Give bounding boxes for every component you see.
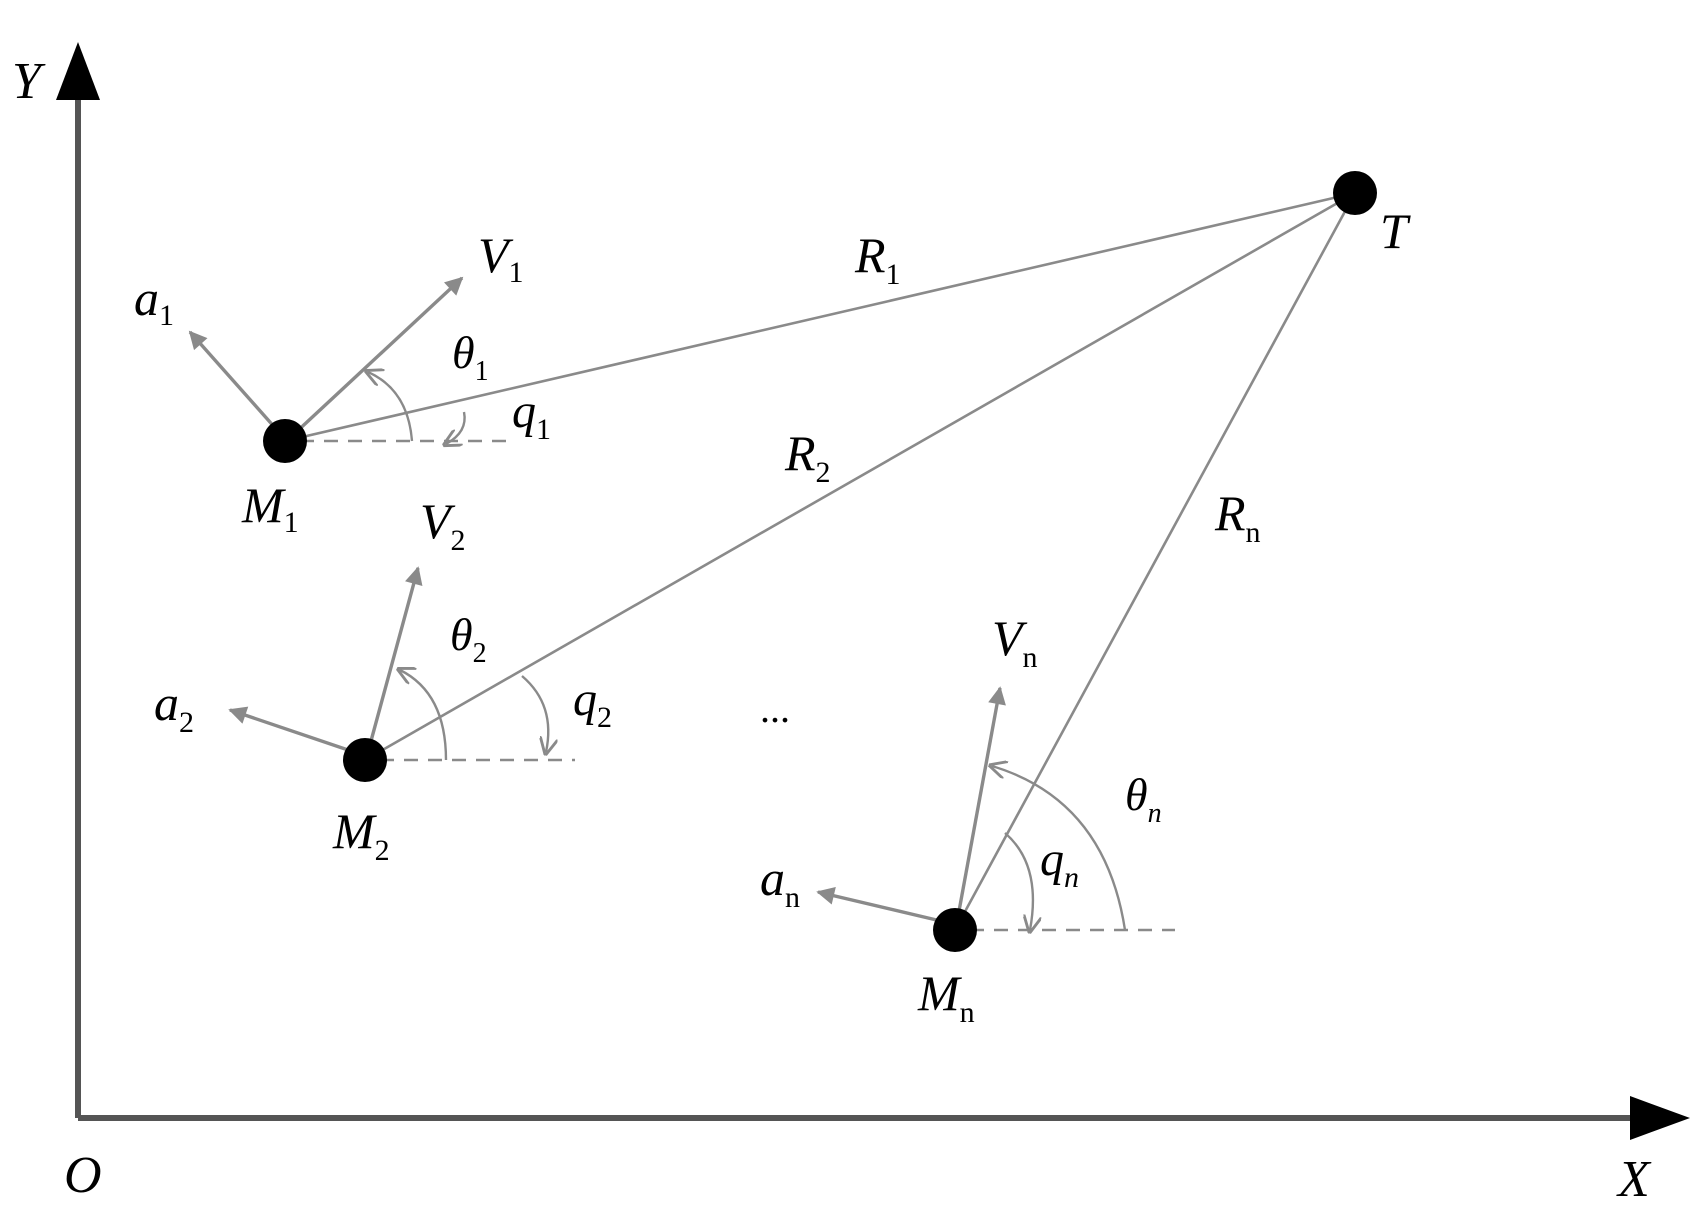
velocity-label-2: V2 xyxy=(420,493,466,557)
accel-arrow-1-icon xyxy=(188,330,279,432)
velocity-arrow-1-icon xyxy=(290,276,464,438)
missile-point-1 xyxy=(263,419,307,463)
x-axis-arrow-icon xyxy=(1630,1096,1690,1140)
theta-arc-1 xyxy=(368,372,414,442)
reference-lines xyxy=(300,439,1175,932)
los-lines xyxy=(284,191,1357,931)
target-point xyxy=(1333,171,1377,215)
q-arc-2 xyxy=(521,675,548,752)
accel-arrow-n-icon xyxy=(816,886,946,924)
accel-label-n: an xyxy=(760,850,800,914)
axes: Y X O xyxy=(12,42,1690,1208)
missile-point-n xyxy=(933,908,977,952)
theta-label-1: θ1 xyxy=(452,327,489,387)
los-line-2 xyxy=(364,191,1356,762)
range-label-n: Rn xyxy=(1214,485,1261,549)
theta-arc-n xyxy=(992,766,1127,931)
theta-label-2: θ2 xyxy=(450,609,487,669)
missile-point-2 xyxy=(343,738,387,782)
points xyxy=(263,171,1377,952)
velocity-arrow-2-icon xyxy=(366,566,423,753)
theta-label-n: θn xyxy=(1125,769,1162,829)
velocity-label-1: V1 xyxy=(478,227,524,289)
q-arc-1 xyxy=(446,411,466,444)
q-label-1: q1 xyxy=(512,385,551,446)
q-label-n: qn xyxy=(1040,833,1079,894)
missile-label-1: M1 xyxy=(241,477,299,539)
los-line-n xyxy=(953,192,1357,931)
acceleration-vectors xyxy=(188,330,946,924)
accel-arrow-2-icon xyxy=(228,706,355,754)
ellipsis-label: ... xyxy=(760,686,790,731)
y-axis-arrow-icon xyxy=(56,42,100,100)
q-label-2: q2 xyxy=(573,673,612,734)
accel-label-2: a2 xyxy=(154,675,194,739)
theta-arc-2 xyxy=(400,670,448,761)
los-line-1 xyxy=(284,191,1356,443)
angle-arcs xyxy=(368,372,1127,931)
range-label-1: R1 xyxy=(854,227,901,291)
q-arc-n xyxy=(1004,832,1033,930)
velocity-vectors xyxy=(290,276,1006,923)
labels: T M1 V1 a1 θ1 q1 R1 M2 V2 a2 θ2 q2 R2 Mn… xyxy=(134,203,1411,1029)
origin-label: O xyxy=(64,1147,102,1204)
velocity-arrow-n-icon xyxy=(955,686,1006,923)
x-axis-label: X xyxy=(1616,1151,1652,1208)
velocity-label-n: Vn xyxy=(992,610,1038,674)
missile-label-2: M2 xyxy=(332,803,390,867)
y-axis-label: Y xyxy=(12,53,46,110)
accel-label-1: a1 xyxy=(134,270,174,332)
missile-label-n: Mn xyxy=(917,965,975,1029)
range-label-2: R2 xyxy=(784,425,831,489)
target-label: T xyxy=(1380,203,1411,259)
